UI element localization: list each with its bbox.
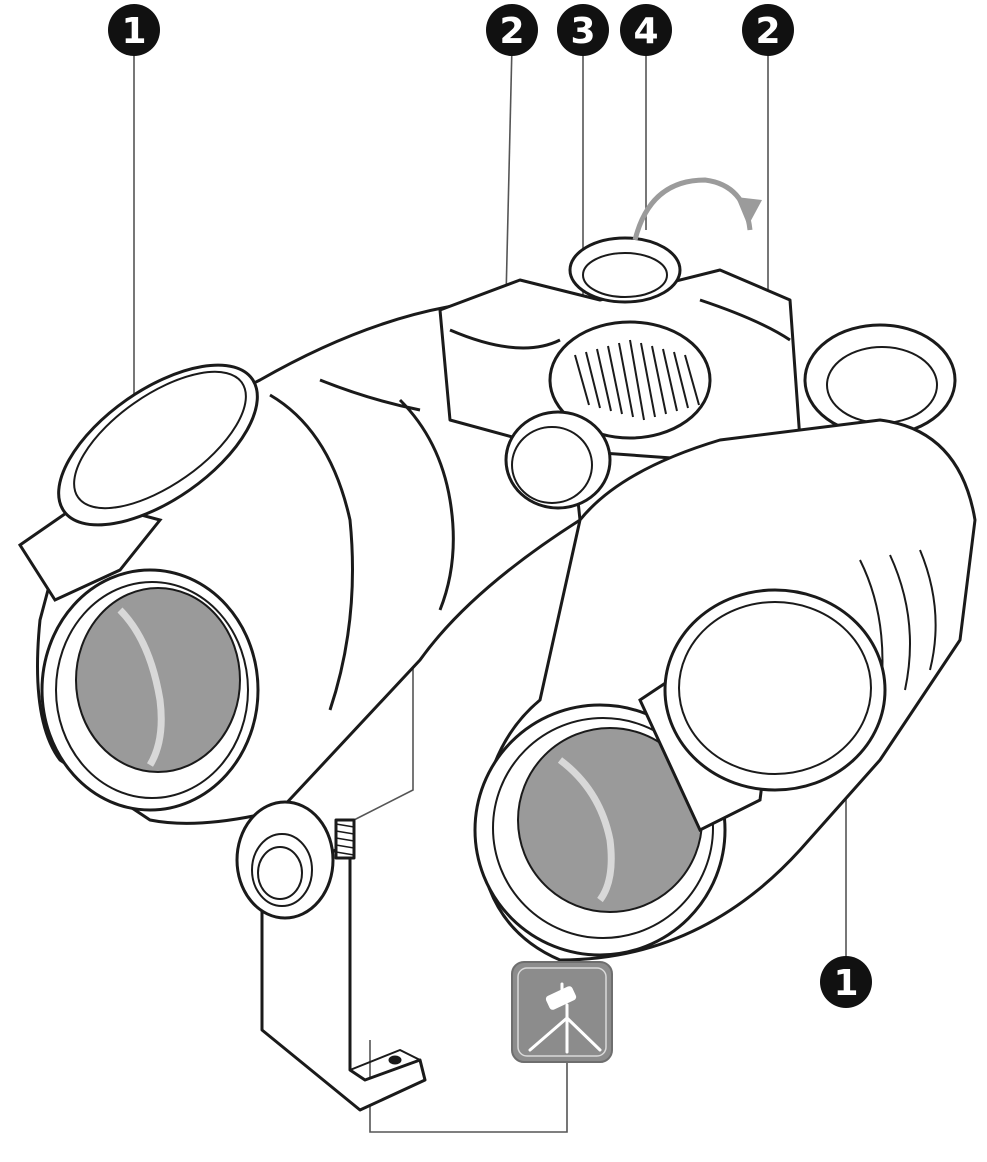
callout-number: 2: [499, 11, 524, 52]
right-objective-ring: [492, 717, 714, 939]
callout-badge: [557, 4, 609, 56]
thread-line: [335, 830, 355, 835]
callout-badge: [820, 956, 872, 1008]
focus-wheel-ribs: [574, 339, 700, 421]
focus-rib: [607, 345, 623, 415]
left-lens-highlight: [117, 607, 165, 767]
callout-number: 2: [755, 11, 780, 52]
right-objective: [473, 703, 727, 957]
callout-badge: [108, 4, 160, 56]
center-knob: [504, 410, 612, 510]
right-lens-cap: [638, 588, 887, 833]
thread-line: [335, 823, 355, 828]
focus-rib: [640, 342, 656, 418]
rotate-arrow-icon: [632, 177, 762, 241]
focus-rib: [651, 345, 667, 415]
focus-rib: [585, 351, 601, 409]
focus-rib: [662, 348, 678, 412]
focus-wheel-body: [548, 320, 712, 440]
callout-badge: [486, 4, 538, 56]
thread-line: [335, 851, 355, 856]
focus-wheel: [548, 320, 712, 440]
callout-badge: [742, 4, 794, 56]
focus-rib: [596, 348, 612, 412]
callout-number: 4: [633, 11, 658, 52]
thread-line: [335, 837, 355, 842]
callout-c1b: 1: [820, 956, 872, 1008]
screw-thread: [335, 823, 355, 856]
focus-rib: [629, 339, 645, 421]
thread-line: [335, 844, 355, 849]
focus-rib: [618, 342, 634, 418]
callout-c1a: 1: [108, 4, 160, 56]
callout-c2a: 2: [486, 4, 538, 56]
left-lens-cap: [17, 363, 259, 602]
left-objective: [40, 568, 260, 812]
focus-rib: [673, 351, 689, 409]
callout-number: 1: [121, 11, 146, 52]
left-objective-ring: [55, 581, 249, 799]
callout-c4: 4: [620, 4, 672, 56]
callout-c2b: 2: [742, 4, 794, 56]
right-lens-highlight: [557, 757, 615, 903]
tripod-mount-adapter: [235, 800, 427, 1112]
callout-c3: 3: [557, 4, 609, 56]
focus-rib: [574, 354, 590, 406]
eyepiece-rear: [568, 236, 957, 437]
callout-number: 1: [833, 963, 858, 1004]
focus-rib: [684, 354, 700, 406]
callout-badge: [620, 4, 672, 56]
tripod-icon: [511, 961, 613, 1063]
callout-number: 3: [570, 11, 595, 52]
